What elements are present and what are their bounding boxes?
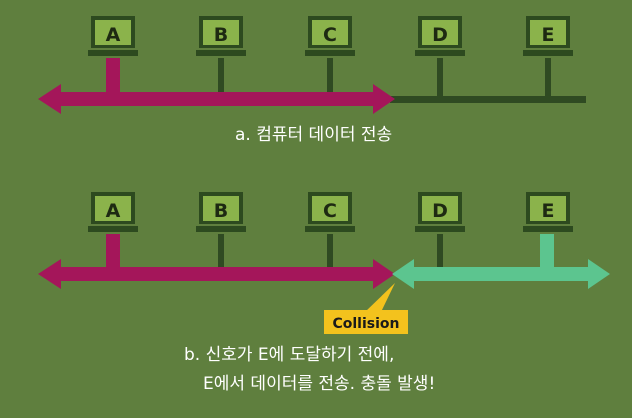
drop-c-b	[327, 234, 333, 274]
collision-badge	[324, 310, 408, 334]
computer-label-b: B	[214, 200, 228, 222]
drop-e-signal	[540, 234, 554, 274]
computer-label-c: C	[323, 200, 337, 222]
signal-arrow-e	[392, 259, 610, 289]
caption-a: a. 컴퓨터 데이터 전송	[235, 125, 393, 145]
computer-label-a: A	[106, 200, 121, 222]
computer-label-d: D	[432, 200, 448, 222]
computer-label-a: A	[106, 24, 121, 46]
caption-b-line2: E에서 데이터를 전송. 충돌 발생!	[203, 374, 436, 394]
computer-label-e: E	[542, 200, 555, 222]
collision-pointer	[365, 283, 395, 312]
panel-a: A B C D E	[38, 16, 586, 114]
drop-e-a	[545, 58, 551, 100]
caption-b-line1: b. 신호가 E에 도달하기 전에,	[184, 345, 395, 365]
signal-arrow-a-b	[38, 259, 395, 289]
computer-label-c: C	[323, 24, 337, 46]
drop-d-b	[437, 234, 443, 274]
drop-a-signal	[106, 58, 120, 100]
idle-cable-a	[390, 96, 586, 103]
panel-b: A B C D E Collision	[38, 192, 610, 334]
drop-b-a	[218, 58, 224, 100]
computer-label-d: D	[432, 24, 448, 46]
computer-label-b: B	[214, 24, 228, 46]
drop-a-signal-b	[106, 234, 120, 274]
drop-b-b	[218, 234, 224, 274]
computer-label-e: E	[542, 24, 555, 46]
drop-c-a	[327, 58, 333, 100]
signal-arrow-a	[38, 84, 395, 114]
collision-label: Collision	[332, 316, 399, 332]
drop-d-a	[437, 58, 443, 100]
